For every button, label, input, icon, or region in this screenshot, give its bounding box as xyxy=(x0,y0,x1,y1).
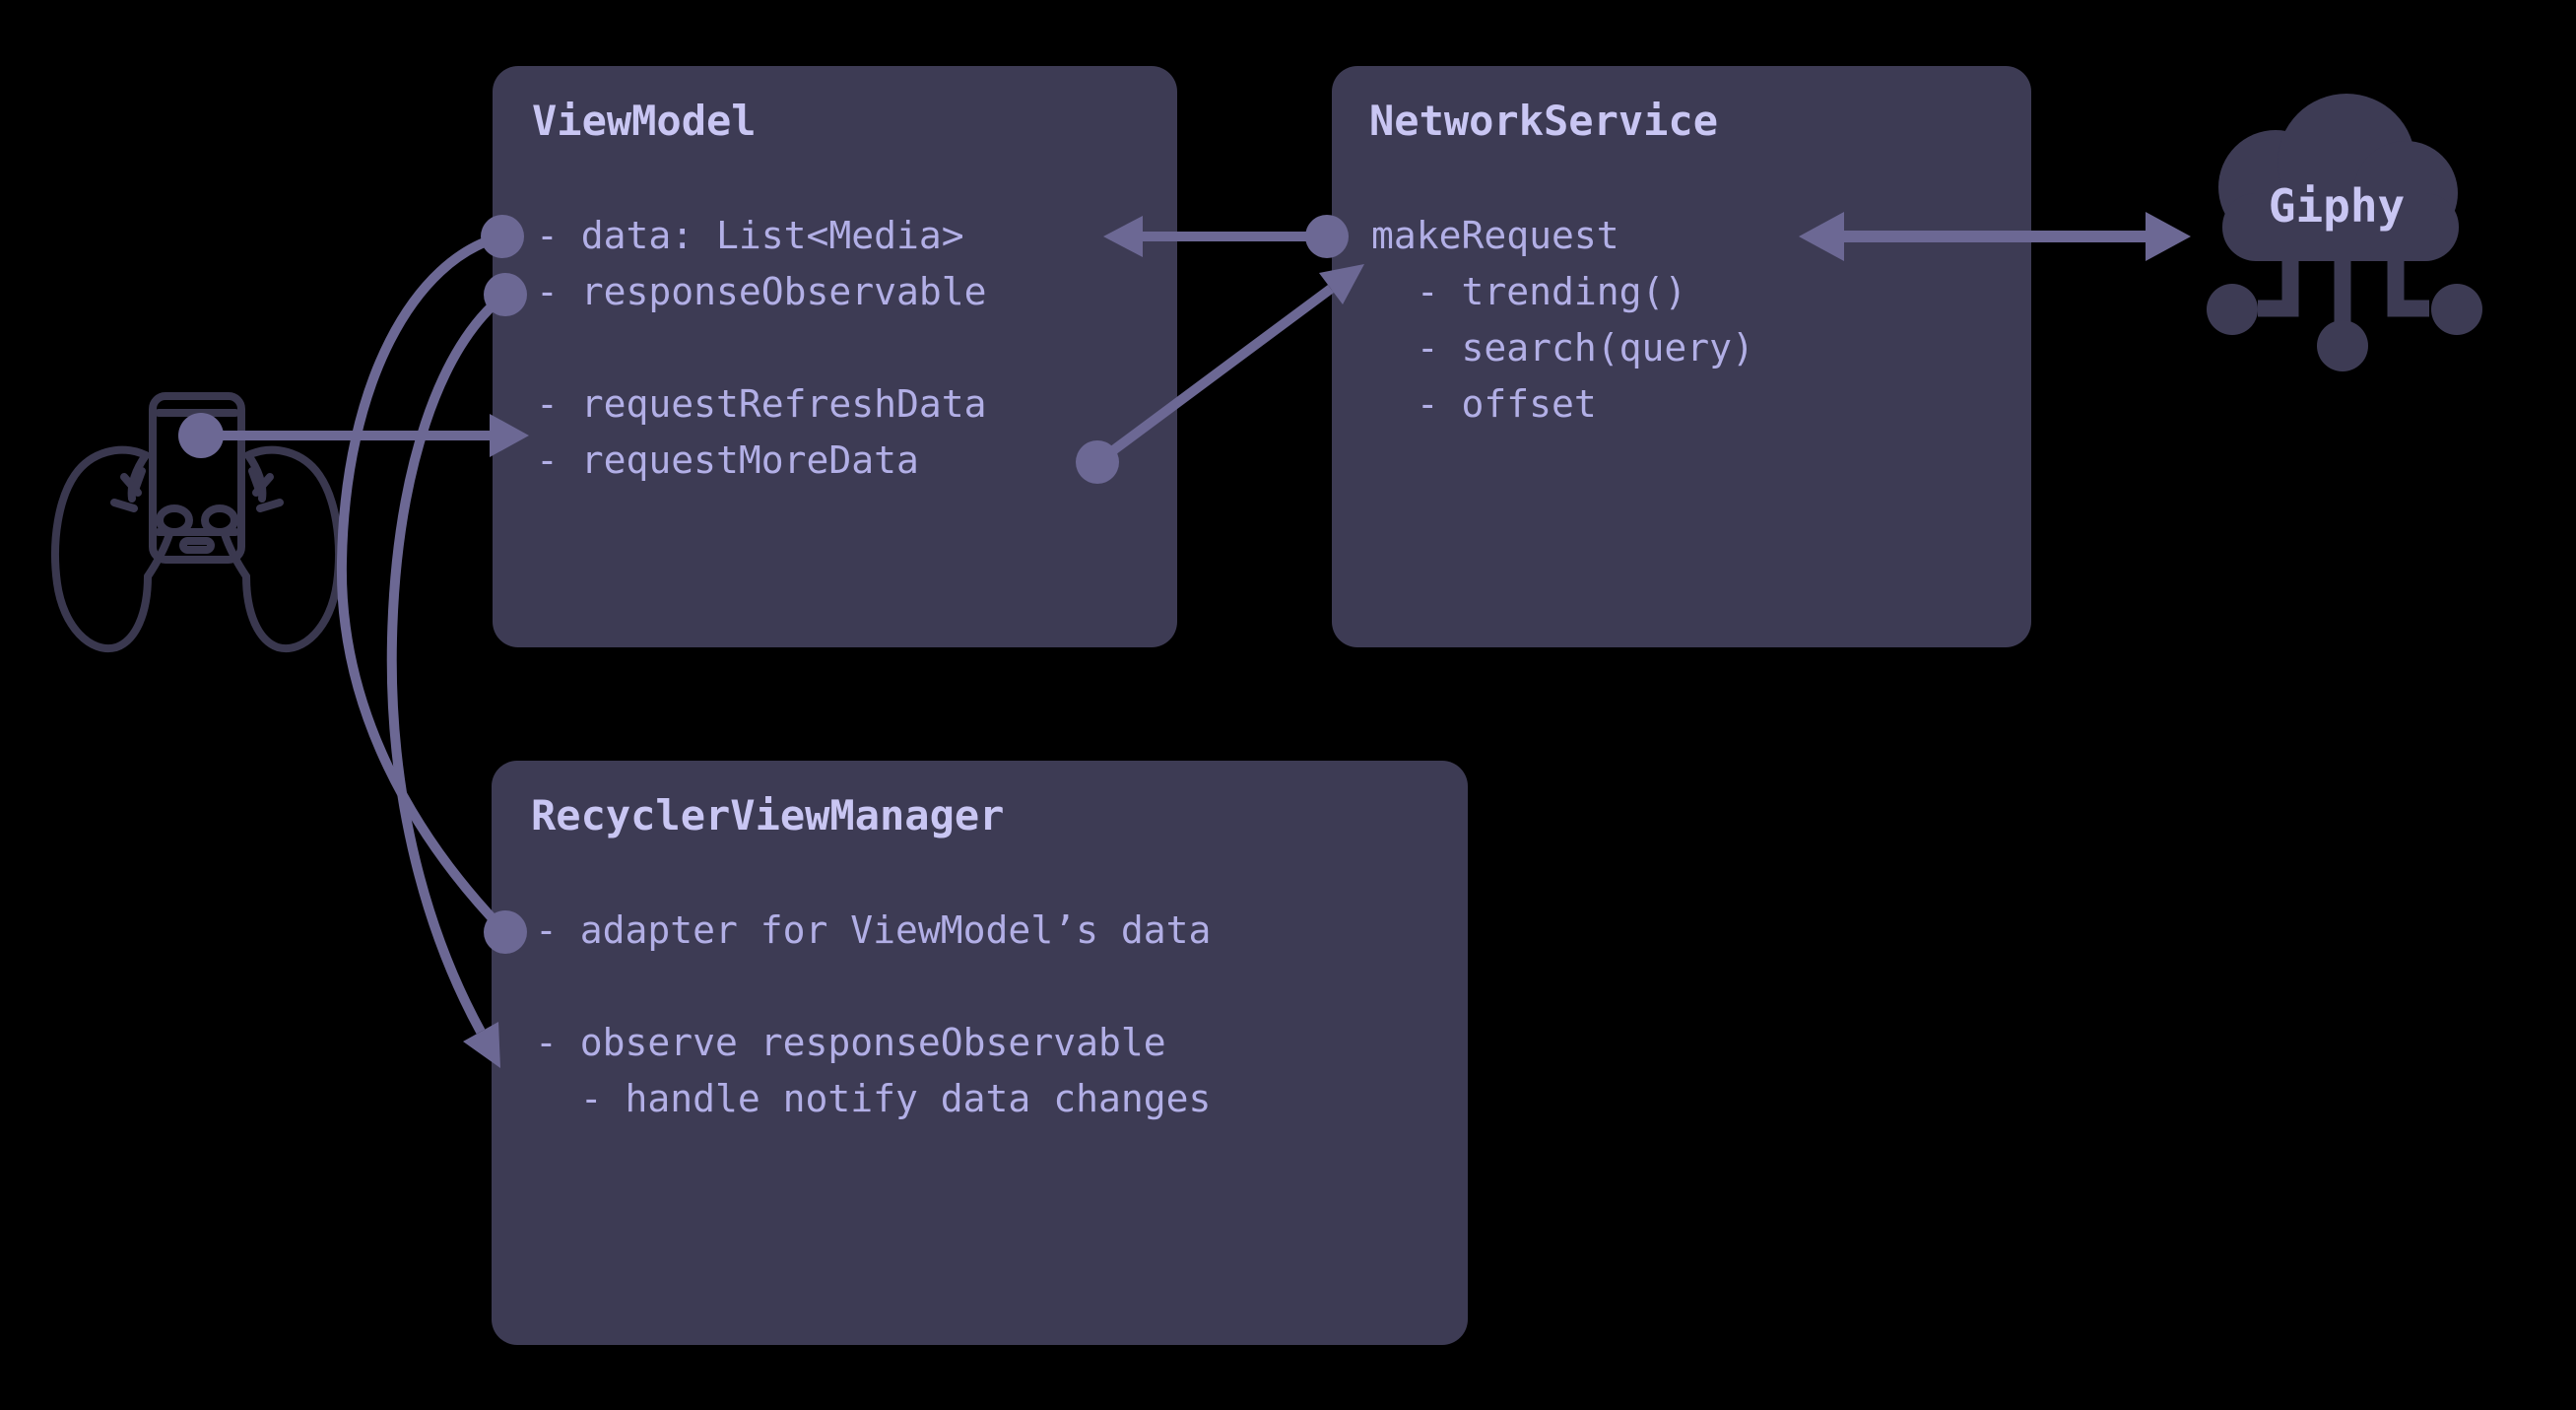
arrowhead xyxy=(490,414,529,457)
connection-dot xyxy=(178,413,224,458)
viewmodel-box-title: ViewModel xyxy=(532,97,757,145)
recyclerviewmanager-box-body: - adapter for ViewModel’s data - observe… xyxy=(535,908,1212,1120)
recyclerviewmanager-box: RecyclerViewManager - adapter for ViewMo… xyxy=(492,761,1468,1345)
viewmodel-box: ViewModel - data: List<Media> - response… xyxy=(493,66,1177,647)
connector-requestmore-to-makerequest xyxy=(1076,264,1364,484)
connector-curve xyxy=(336,232,509,936)
networkservice-box-title: NetworkService xyxy=(1369,97,1719,145)
recyclerviewmanager-box-title: RecyclerViewManager xyxy=(531,791,1005,839)
arrowhead xyxy=(1103,216,1143,257)
connector-curve xyxy=(386,291,509,1035)
arrowhead xyxy=(1799,212,1844,261)
connector-data-to-adapter xyxy=(336,215,527,954)
viewmodel-box-body: - data: List<Media> - responseObservable… xyxy=(536,214,987,482)
connection-dot xyxy=(484,910,527,954)
hands-holding-phone-icon xyxy=(51,392,343,653)
arrowhead xyxy=(463,1022,500,1068)
arrowhead xyxy=(2146,212,2191,261)
connection-dot xyxy=(1076,440,1119,484)
arrowhead xyxy=(1319,264,1364,304)
connector-user-to-viewmodel xyxy=(178,413,529,458)
connection-dot xyxy=(484,273,527,316)
networkservice-box-body: makeRequest - trending() - search(query)… xyxy=(1371,214,1754,426)
giphy-label: Giphy xyxy=(2268,179,2406,233)
connector-makerequest-to-data xyxy=(1103,215,1349,258)
connection-dot xyxy=(481,215,524,258)
cloud-network-icon xyxy=(2207,94,2482,371)
connector-observable-to-observe xyxy=(386,273,527,1068)
networkservice-box: NetworkService makeRequest - trending() … xyxy=(1332,66,2031,647)
connector-line xyxy=(1094,284,1334,467)
connector-networkservice-giphy xyxy=(1799,212,2191,261)
connection-dot xyxy=(1305,215,1349,258)
